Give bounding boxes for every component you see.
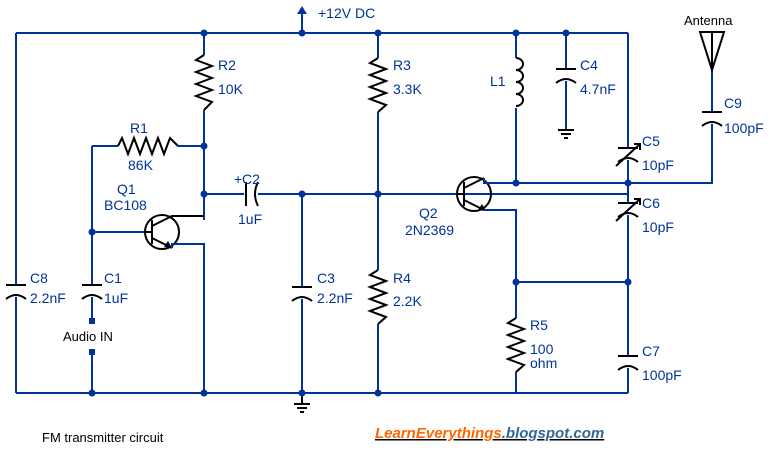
q1-transistor-icon	[144, 214, 180, 250]
q2-collector-wire	[483, 178, 628, 184]
c9-value: 100pF	[724, 120, 764, 136]
c6-c7-junction	[624, 278, 632, 286]
r3-name: R3	[393, 57, 411, 73]
c2-plus: +	[234, 171, 242, 187]
q2-part: 2N2369	[405, 222, 454, 238]
c6-trimmer-icon	[615, 198, 641, 222]
r3-r4-junction	[374, 190, 382, 198]
c9-plate-bottom	[701, 121, 723, 127]
c5-trimmer-icon	[615, 143, 641, 167]
c8-plate-bottom	[5, 294, 27, 300]
r4-value: 2.2K	[393, 293, 422, 309]
c3-junction	[298, 190, 306, 198]
q2-name: Q2	[419, 205, 438, 221]
r2-resistor-icon	[193, 54, 215, 111]
watermark-part3: .blogspot.com	[502, 425, 605, 442]
q1-emitter-wire	[171, 243, 205, 393]
r3-top-junction	[374, 29, 382, 37]
c5-plate-bottom	[617, 157, 639, 163]
r4-ground-junction	[374, 389, 382, 397]
audio-in-ground-junction	[88, 389, 96, 397]
r1-junction	[200, 142, 208, 150]
c4-junction	[562, 29, 570, 37]
antenna-wire	[628, 70, 713, 184]
c7-plate-bottom	[617, 365, 639, 371]
c2-plate-right	[254, 181, 259, 207]
q1-emitter-arrow-icon	[164, 241, 172, 248]
q2-emitter-wire	[484, 209, 517, 393]
audio-in-terminal-bottom	[89, 349, 95, 355]
q1-base-junction	[88, 228, 96, 236]
q1-part: BC108	[104, 197, 147, 213]
l1-name: L1	[490, 73, 506, 89]
supply-label: +12V DC	[318, 5, 375, 21]
audio-in-terminal-top	[89, 318, 95, 324]
diagram-caption: FM transmitter circuit	[42, 430, 164, 445]
watermark-part2: Everythings	[416, 425, 502, 442]
c9-name: C9	[724, 95, 742, 111]
c8-name: C8	[30, 270, 48, 286]
supply-junction	[298, 29, 306, 37]
r3-value: 3.3K	[393, 81, 422, 97]
audio-in-label: Audio IN	[63, 329, 113, 344]
q1-ground-junction	[200, 389, 208, 397]
r4-resistor-icon	[367, 269, 389, 325]
c4-ground-icon	[558, 129, 574, 139]
c2-value: 1uF	[238, 211, 262, 227]
q1-name: Q1	[117, 181, 136, 197]
antenna-label: Antenna	[684, 13, 733, 28]
q1-collector-junction	[200, 190, 208, 198]
c4-name: C4	[580, 57, 598, 73]
c6-plate-bottom	[617, 212, 639, 218]
c6-name: C6	[642, 195, 660, 211]
l1-top-junction	[512, 29, 520, 37]
r4-name: R4	[393, 270, 411, 286]
r2-value: 10K	[218, 81, 244, 97]
q2-transistor-icon	[456, 176, 492, 212]
c4-value: 4.7nF	[580, 81, 616, 97]
c2-name: C2	[242, 171, 260, 187]
c8-value: 2.2nF	[30, 290, 66, 306]
c7-value: 100pF	[642, 367, 682, 383]
r2-top-junction	[200, 29, 208, 37]
r3-resistor-icon	[367, 57, 389, 113]
c1-value: 1uF	[104, 290, 128, 306]
c3-value: 2.2nF	[317, 290, 353, 306]
r5-name: R5	[530, 317, 548, 333]
l1-inductor-icon	[515, 57, 524, 107]
r5-unit: ohm	[530, 355, 557, 371]
r1-value: 86K	[128, 157, 154, 173]
c3-plate-bottom	[291, 296, 313, 302]
r5-resistor-icon	[505, 317, 527, 373]
c3-name: C3	[317, 270, 335, 286]
r2-name: R2	[218, 57, 236, 73]
watermark-part1: Learn	[375, 425, 416, 442]
r1-name: R1	[130, 120, 148, 136]
r5-value: 100	[530, 341, 554, 357]
ground-icon	[294, 403, 310, 413]
supply-arrow-icon	[297, 6, 307, 14]
antenna-icon	[698, 31, 726, 74]
c5-value: 10pF	[642, 157, 674, 173]
c7-name: C7	[642, 343, 660, 359]
c6-value: 10pF	[642, 219, 674, 235]
c4-plate-bottom	[555, 78, 577, 84]
c5-name: C5	[642, 133, 660, 149]
r1-resistor-icon	[117, 135, 179, 157]
watermark: LearnEverythings.blogspot.com	[375, 425, 604, 442]
c1-plate-bottom	[81, 294, 103, 300]
c1-name: C1	[104, 270, 122, 286]
